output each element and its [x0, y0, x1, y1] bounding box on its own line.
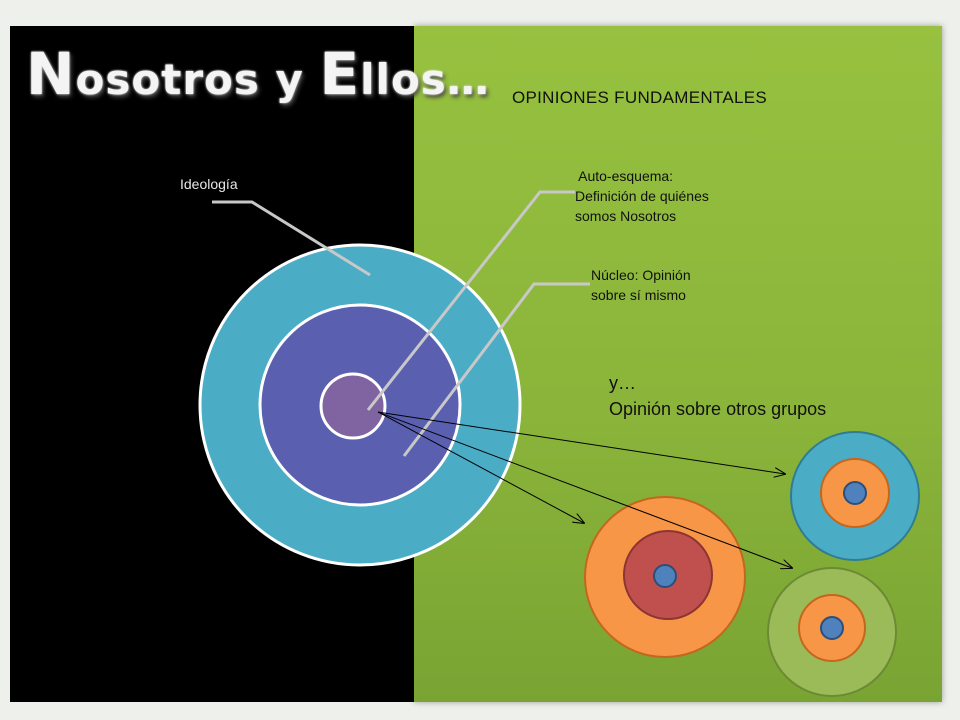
label-ideologia: Ideología: [180, 176, 238, 192]
heading-opiniones-fundamentales: OPINIONES FUNDAMENTALES: [512, 88, 768, 107]
core-circle: [319, 372, 387, 440]
group-orange-core: [653, 564, 677, 588]
arrow-to-blue-group: [377, 411, 785, 474]
label-otros-grupos: y… Opinión sobre otros grupos: [609, 370, 899, 422]
title-initial-e: E: [319, 40, 361, 108]
group-green-core: [820, 616, 844, 640]
label-nucleo: Núcleo: Opinión sobre sí mismo: [591, 265, 751, 305]
label-auto-esquema: Auto-esquema: Definición de quiénes somo…: [575, 166, 775, 226]
label-auto-esquema-line: Definición de quiénes: [575, 188, 709, 204]
label-nucleo-line: sobre sí mismo: [591, 287, 686, 303]
group-orange-red: [584, 496, 746, 658]
arrow-to-green-group: [377, 411, 792, 568]
label-auto-esquema-line: somos Nosotros: [575, 208, 677, 224]
label-nucleo-line: Núcleo: Opinión: [591, 267, 691, 283]
group-green-orange: [767, 567, 897, 697]
nucleo-leader-line: [402, 282, 590, 457]
auto-schema-leader-line: [366, 190, 575, 411]
label-otros-grupos-line: Opinión sobre otros grupos: [609, 399, 827, 419]
title-part-2: llos…: [360, 55, 490, 104]
arrow-to-orange-group: [377, 411, 584, 523]
ideology-leader-line: [212, 200, 371, 277]
label-auto-esquema-line: Auto-esquema:: [575, 168, 674, 184]
title-part-1: osotros y: [75, 55, 320, 104]
slide-title: Nosotros y Ellos…: [26, 40, 490, 108]
title-initial-n: N: [26, 40, 76, 108]
group-blue-orange: [790, 431, 920, 561]
group-blue-core: [843, 481, 867, 505]
label-otros-grupos-line: y…: [609, 373, 636, 393]
